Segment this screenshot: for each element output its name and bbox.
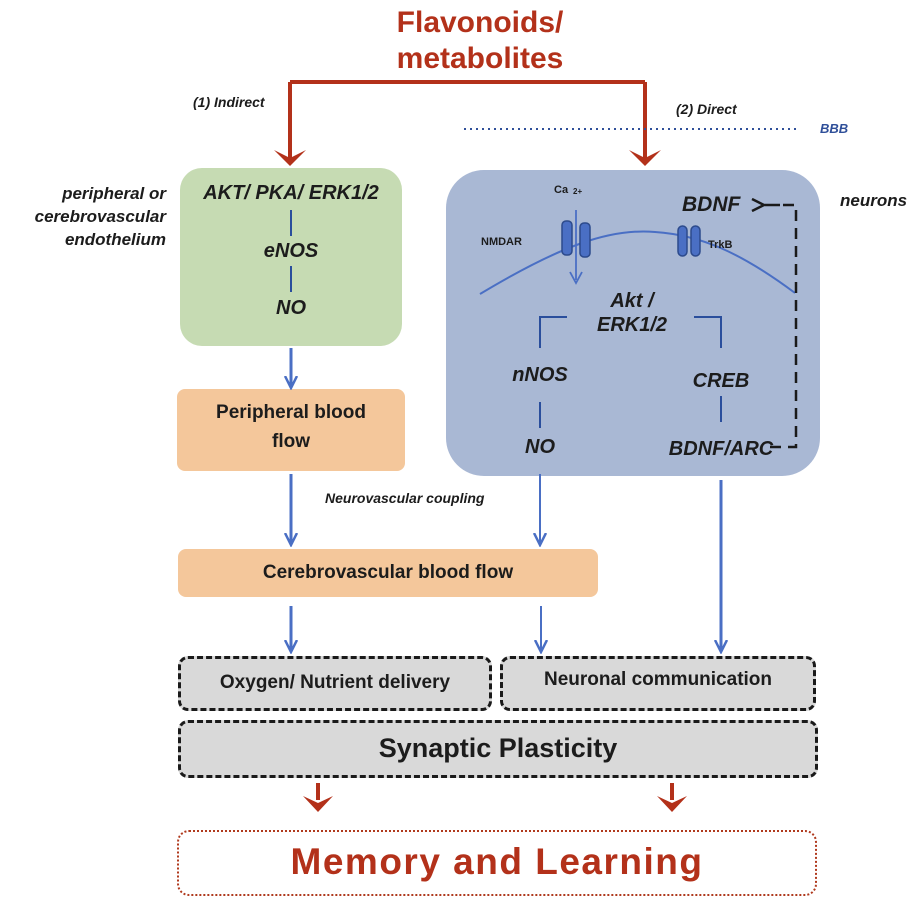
neurons-label: neurons [840,191,908,210]
peripheral-flow-line2: flow [272,431,310,452]
endothelium-label-1: peripheral or [62,184,166,203]
neuronal-communication-label: Neuronal communication [543,669,773,690]
neuron-box [446,170,820,476]
bbb-label: BBB [820,121,849,136]
oxygen-delivery-box [178,656,492,711]
neurovascular-coupling-label: Neurovascular coupling [325,490,485,506]
endothelial-no-label: NO [276,297,306,319]
synaptic-plasticity-label: Synaptic Plasticity [378,733,618,763]
calcium-charge-label: 2+ [573,187,583,196]
indirect-arrowhead [274,150,306,166]
cerebrovascular-flow-label: Cerebrovascular blood flow [262,562,514,583]
calcium-label: Ca [554,184,569,196]
bdnf-arc-label: BDNF/ARC [668,438,774,460]
nmdar-channel-left [561,220,573,256]
peripheral-flow-line1: Peripheral blood [216,402,366,423]
akt-label-2: ERK1/2 [596,314,668,336]
bdnf-label: BDNF [682,193,741,216]
oxygen-delivery-label: Oxygen/ Nutrient delivery [219,672,451,693]
title-line2: metabolites [396,42,564,75]
nnos-label: nNOS [512,364,568,386]
title-line1: Flavonoids/ [396,6,564,39]
trkb-receptor-right [690,225,701,257]
creb-label: CREB [692,370,750,392]
peripheral-flow-box [177,389,405,471]
indirect-label: (1) Indirect [193,94,265,110]
direct-arrowhead [629,150,661,166]
neuronal-no-label: NO [525,436,555,458]
memory-learning-label: Memory and Learning [290,841,704,882]
synaptic-plasticity-box [178,720,818,778]
nmdar-label: NMDAR [481,236,522,248]
trkb-receptor-left [677,225,688,257]
trkb-label: TrkB [708,239,733,251]
cerebrovascular-flow-box [178,549,598,597]
akt-label-1: Akt / [610,290,654,312]
endothelium-label-2: cerebrovascular [34,207,166,226]
bdnf-feedback-loop [770,203,798,449]
endothelium-box [180,168,402,346]
direct-label: (2) Direct [676,101,737,117]
enos-label: eNOS [263,240,319,262]
bracket-right [694,316,722,348]
memory-learning-box [177,830,817,896]
nmdar-channel-right [579,222,591,258]
neuronal-communication-box [500,656,816,711]
kinases-label: AKT/ PKA/ ERK1/2 [203,182,379,204]
cell-membrane [479,230,796,295]
bracket-left [539,316,567,348]
endothelium-label-3: endothelium [64,230,166,249]
